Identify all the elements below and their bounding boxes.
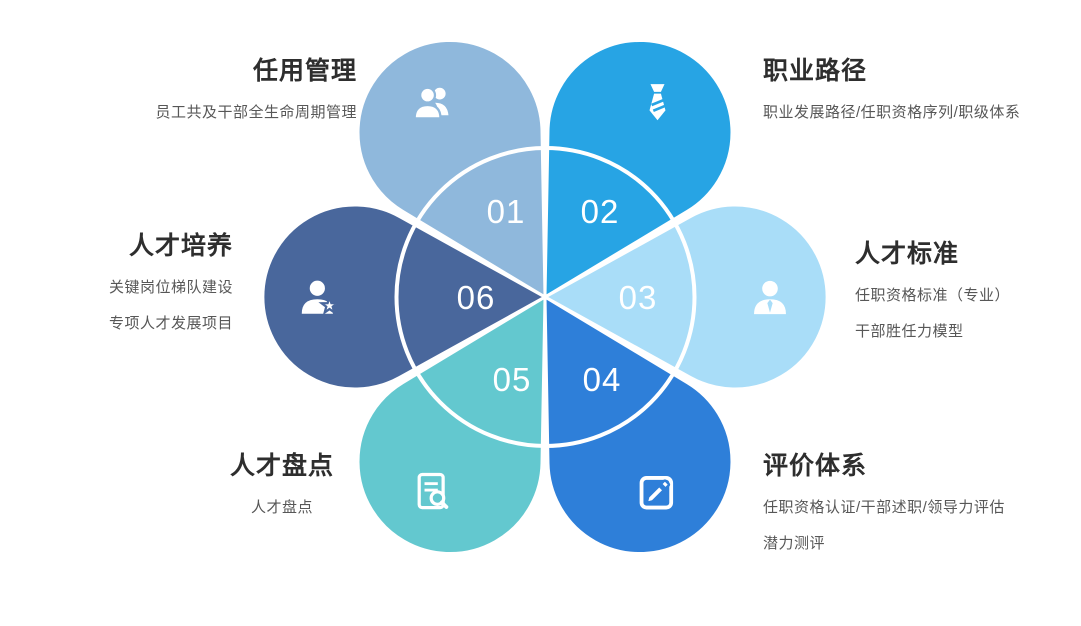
petal-06 [261, 203, 549, 391]
petal-title: 评价体系 [763, 452, 868, 480]
person-star-icon [301, 280, 341, 316]
petal-title: 职业路径 [763, 57, 868, 85]
petal-number-05: 05 [493, 361, 532, 398]
users-icon-front-head [419, 86, 437, 104]
petal-subtitle: 职业发展路径/任职资格序列/职级体系 [763, 103, 1021, 121]
petal-subtitle: 干部胜任力模型 [855, 322, 964, 340]
tie-icon-stripe [651, 98, 665, 107]
petal-number-06: 06 [457, 279, 496, 316]
petal-subtitle: 任职资格标准（专业） [855, 286, 1011, 304]
petal-subtitle: 人才盘点 [250, 498, 313, 516]
center-ring [394, 146, 697, 448]
person-star-icon-star [318, 294, 341, 316]
label-block-renyong-guanli: 任用管理 员工共及干部全生命周期管理 [155, 57, 357, 122]
petal-subtitle: 关键岗位梯队建设 [108, 278, 233, 296]
petal-05 [356, 294, 547, 556]
edit-icon-pencil-body [644, 483, 666, 505]
petal-title: 人才盘点 [229, 452, 334, 480]
document-search-icon-handle [439, 500, 449, 509]
petal-subtitle: 专项人才发展项目 [108, 314, 233, 332]
edit-icon [639, 476, 674, 510]
petal-title: 人才标准 [855, 240, 960, 268]
person-icon-head [762, 280, 778, 297]
tie-icon-stripe [652, 104, 666, 112]
person-icon-tie [767, 299, 773, 313]
label-block-rencai-biaozhun: 人才标准 任职资格标准（专业） 干部胜任力模型 [855, 240, 1011, 341]
edit-icon-frame [639, 476, 674, 510]
petal-04 [543, 294, 734, 556]
petal-subtitle: 员工共及干部全生命周期管理 [155, 103, 357, 121]
users-icon-front-body [413, 103, 442, 120]
edit-icon-pencil-top [659, 479, 671, 491]
tie-icon-knot [650, 84, 665, 92]
petal-number-01: 01 [487, 193, 526, 230]
document-search-icon-page [417, 472, 445, 510]
label-block-rencai-pandian: 人才盘点 人才盘点 [229, 452, 335, 517]
tie-icon [649, 84, 666, 121]
person-star-icon-head [309, 280, 325, 296]
label-block-zhiye-lujing: 职业路径 职业发展路径/任职资格序列/职级体系 [763, 57, 1021, 122]
petal-subtitle: 任职资格认证/干部述职/领导力评估 [763, 498, 1005, 516]
label-block-rencai-peiyang: 人才培养 关键岗位梯队建设 专项人才发展项目 [108, 232, 233, 333]
document-search-icon [417, 472, 449, 510]
label-block-pingjia-tixi: 评价体系 任职资格认证/干部述职/领导力评估 潜力测评 [763, 452, 1005, 553]
petal-title: 任用管理 [252, 57, 357, 85]
petal-number-02: 02 [581, 193, 620, 230]
petal-03 [541, 203, 829, 391]
petal-01 [356, 38, 547, 300]
petal-02 [543, 38, 734, 300]
petal-number-03: 03 [619, 279, 658, 316]
petal-number-04: 04 [583, 361, 622, 398]
person-icon [754, 280, 786, 315]
petal-title: 人才培养 [128, 232, 233, 260]
users-icon-back-head [433, 87, 446, 100]
users-icon [413, 86, 449, 120]
petal-subtitle: 潜力测评 [763, 534, 826, 552]
